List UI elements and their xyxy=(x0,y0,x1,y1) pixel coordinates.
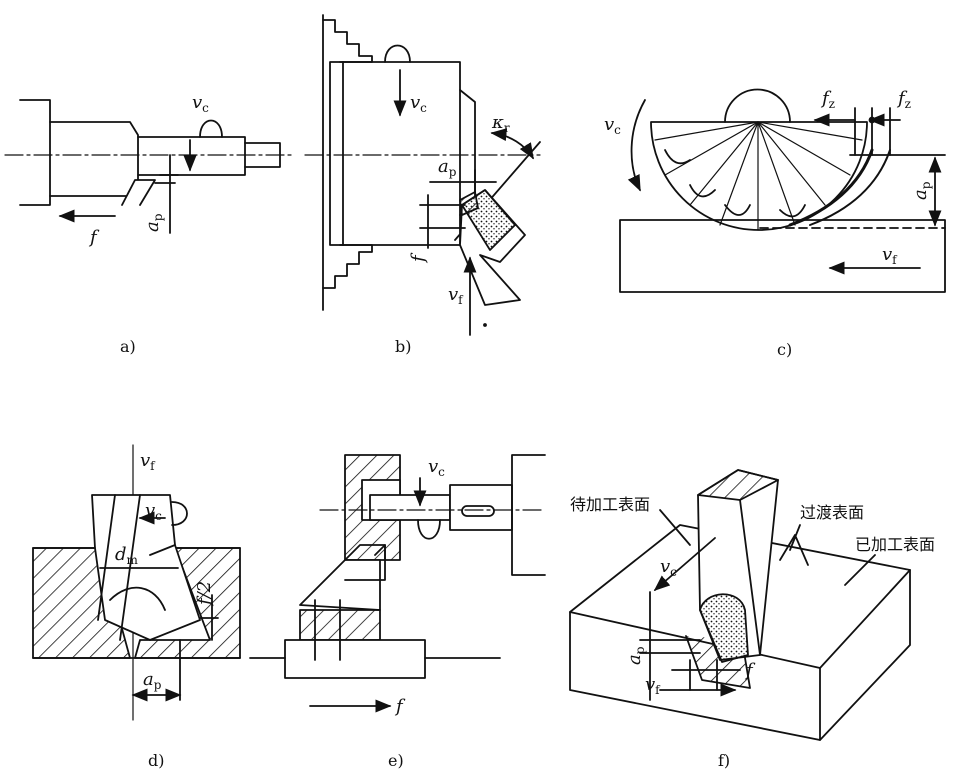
panel-d-labels: vf vc dm f/2 ap d) xyxy=(115,450,215,770)
kr-angle-arc xyxy=(490,128,534,160)
label-ap: ap xyxy=(910,181,933,200)
table xyxy=(284,639,426,679)
caption-d: d) xyxy=(148,751,164,770)
rotation-arc xyxy=(199,119,223,138)
panel-a-turning xyxy=(4,99,296,234)
label-vc: vc xyxy=(410,92,427,115)
label-f: f xyxy=(744,660,756,681)
chuck-jaw-bottom xyxy=(322,244,373,289)
panel-f-grinding xyxy=(569,469,911,741)
rotation-arc xyxy=(417,519,441,540)
panel-e-planing xyxy=(249,454,546,713)
caption-b: b) xyxy=(395,337,411,356)
label-ap: ap xyxy=(143,669,162,692)
label-fz-2: fz xyxy=(896,88,911,111)
label-f2: f/2 xyxy=(194,581,215,607)
label-f: f xyxy=(88,227,100,248)
caption-c: c) xyxy=(777,340,792,359)
workpiece-block xyxy=(619,219,946,293)
caption-a: a) xyxy=(120,337,136,356)
label-transition-surface: 过渡表面 xyxy=(800,503,864,522)
workpiece-large xyxy=(49,121,139,197)
cutting-tool xyxy=(121,179,156,206)
chuck-jaw-top xyxy=(322,19,373,63)
label-vc: vc xyxy=(660,556,677,579)
caption-e: e) xyxy=(388,751,404,770)
label-vf: vf xyxy=(645,674,661,697)
panel-c-labels: vc fz fz ap vf c) xyxy=(604,88,933,359)
label-f: f xyxy=(394,696,406,717)
label-vc: vc xyxy=(145,500,162,523)
label-ap: ap xyxy=(142,213,165,232)
label-f: f xyxy=(408,252,429,264)
workpiece-side xyxy=(819,569,911,741)
milling-cutter xyxy=(650,121,868,231)
label-machined-surface: 已加工表面 xyxy=(855,535,935,554)
caption-f: f) xyxy=(718,751,730,770)
panel-c-milling xyxy=(619,88,946,293)
workpiece-disc xyxy=(329,61,461,246)
label-dm: dm xyxy=(115,544,139,567)
spindle xyxy=(369,494,451,521)
vc-arrow xyxy=(653,537,716,592)
label-vf: vf xyxy=(140,450,156,473)
label-vf: vf xyxy=(882,244,898,267)
label-vc: vc xyxy=(428,456,445,479)
label-fz-1: fz xyxy=(820,88,835,111)
label-vc: vc xyxy=(192,92,209,115)
label-vf: vf xyxy=(448,284,464,307)
rotation-arc xyxy=(171,501,188,526)
label-kr: κr xyxy=(491,112,510,135)
workpiece-small xyxy=(137,136,246,176)
label-ap: ap xyxy=(438,156,457,179)
label-surface-to-machine: 待加工表面 xyxy=(570,495,650,514)
label-ap: ap xyxy=(624,646,647,665)
workpiece-front xyxy=(569,611,821,741)
panel-a-labels: vc f ap a) xyxy=(88,92,209,356)
label-vc: vc xyxy=(604,114,621,137)
panel-d-drilling xyxy=(32,444,241,721)
rotation-arc xyxy=(384,44,411,63)
vc-rotation-arrow xyxy=(627,99,646,192)
workpiece-block xyxy=(299,559,381,611)
chuck xyxy=(19,99,51,206)
panel-b-facing xyxy=(304,14,541,336)
